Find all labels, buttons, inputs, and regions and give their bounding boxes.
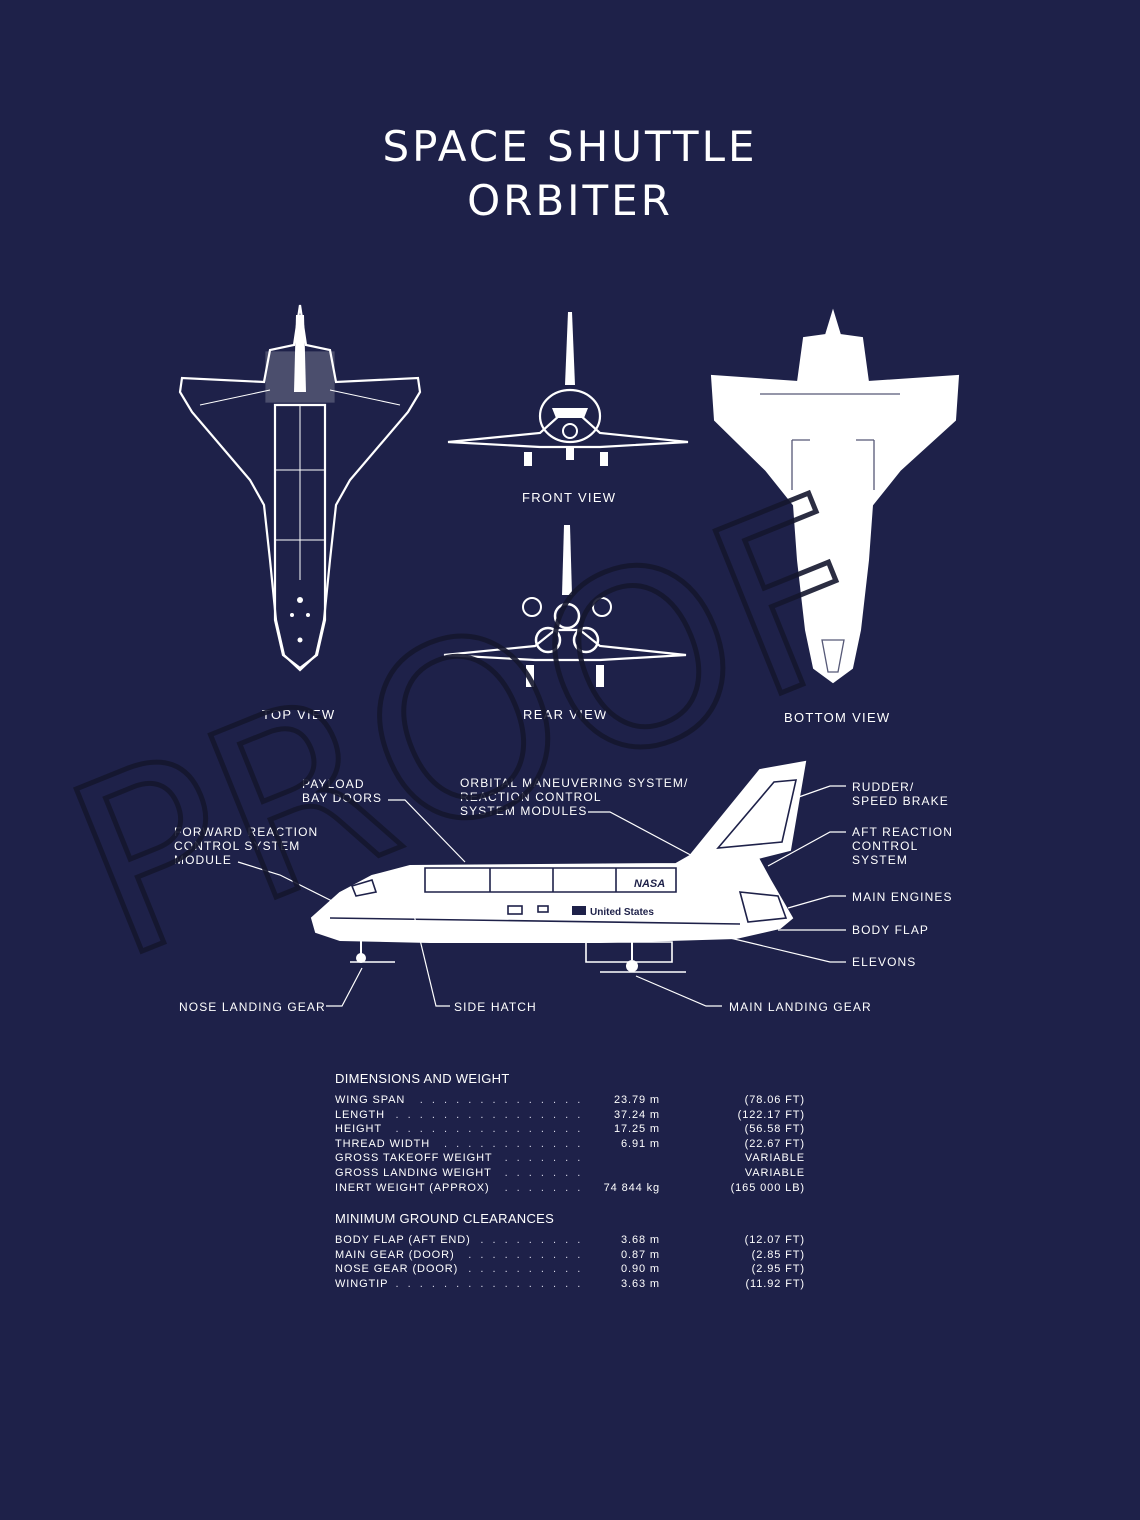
- top-view-label: TOP VIEW: [262, 707, 336, 722]
- spec-label: BODY FLAP (AFT END): [335, 1234, 479, 1246]
- spec-metric-value: 37.24 m: [613, 1108, 660, 1121]
- spec-imperial-value: (122.17 FT): [737, 1108, 805, 1121]
- spec-label: NOSE GEAR (DOOR): [335, 1263, 467, 1276]
- spec-row: . . . . . . . . . . . . . . . . . . . . …: [335, 1166, 815, 1182]
- spec-row: . . . . . . . . . . . . . . . . . . . . …: [335, 1094, 815, 1109]
- spec-row: . . . . . . . . . . . . . . . . . . . . …: [335, 1277, 815, 1293]
- bottom-view-drawing: [710, 308, 960, 684]
- spec-label: WINGTIP: [335, 1277, 397, 1290]
- spec-label: WING SPAN: [335, 1094, 414, 1106]
- callout-main-landing-gear: MAIN LANDING GEAR: [729, 1000, 872, 1014]
- spec-row: . . . . . . . . . . . . . . . . . . . . …: [335, 1108, 815, 1124]
- spec-metric-value: 0.90 m: [620, 1263, 660, 1276]
- spec-label: GROSS LANDING WEIGHT: [335, 1166, 500, 1179]
- rear-view-label: REAR VIEW: [523, 707, 608, 722]
- dimensions-rows: . . . . . . . . . . . . . . . . . . . . …: [335, 1094, 815, 1196]
- callout-rudder-speed-brake: RUDDER/ SPEED BRAKE: [852, 780, 949, 808]
- side-view-drawing: NASA United States: [310, 760, 807, 973]
- callout-oms-rcs-modules: ORBITAL MANEUVERING SYSTEM/ REACTION CON…: [460, 776, 689, 818]
- spec-label: THREAD WIDTH: [335, 1137, 439, 1150]
- spec-metric-value: 23.79 m: [613, 1094, 660, 1106]
- callout-elevons: ELEVONS: [852, 955, 917, 969]
- spec-metric-value: 6.91 m: [620, 1137, 660, 1150]
- front-view-drawing: [447, 312, 689, 466]
- spec-row: . . . . . . . . . . . . . . . . . . . . …: [335, 1152, 815, 1167]
- dimensions-heading: DIMENSIONS AND WEIGHT: [335, 1071, 510, 1086]
- spec-metric-value: 0.87 m: [620, 1248, 660, 1261]
- callout-leader-lines: [237, 785, 846, 1007]
- spec-row: . . . . . . . . . . . . . . . . . . . . …: [335, 1248, 815, 1264]
- spec-metric-value: 17.25 m: [613, 1123, 660, 1136]
- spec-imperial-value: (78.06 FT): [744, 1094, 805, 1106]
- spec-imperial-value: VARIABLE: [744, 1166, 805, 1179]
- spec-imperial-value: (12.07 FT): [744, 1234, 805, 1246]
- clearances-heading: MINIMUM GROUND CLEARANCES: [335, 1211, 555, 1226]
- spec-metric-value: 3.63 m: [620, 1277, 660, 1290]
- spec-label: LENGTH: [335, 1108, 394, 1121]
- spec-row: . . . . . . . . . . . . . . . . . . . . …: [335, 1137, 815, 1153]
- dot-leader: . . . . . . . . . . . . . . . . . . . . …: [335, 1108, 580, 1121]
- callout-nose-landing-gear: NOSE LANDING GEAR: [179, 1000, 326, 1014]
- dot-leader: . . . . . . . . . . . . . . . . . . . . …: [335, 1123, 580, 1136]
- spec-imperial-value: (2.85 FT): [751, 1248, 805, 1261]
- spec-label: GROSS TAKEOFF WEIGHT: [335, 1152, 501, 1165]
- spec-imperial-value: (56.58 FT): [744, 1123, 805, 1136]
- nasa-logo-text: NASA: [634, 878, 665, 890]
- clearances-table: MINIMUM GROUND CLEARANCES . . . . . . . …: [335, 1211, 815, 1292]
- spec-imperial-value: (11.92 FT): [745, 1277, 805, 1290]
- spec-imperial-value: VARIABLE: [744, 1152, 805, 1165]
- callout-body-flap: BODY FLAP: [852, 923, 930, 937]
- spec-label: MAIN GEAR (DOOR): [335, 1248, 463, 1261]
- dimensions-table: DIMENSIONS AND WEIGHT . . . . . . . . . …: [335, 1071, 815, 1196]
- spec-label: HEIGHT: [335, 1123, 390, 1136]
- title-line-1: SPACE SHUTTLE: [382, 122, 758, 171]
- clearances-rows: . . . . . . . . . . . . . . . . . . . . …: [335, 1234, 815, 1292]
- front-view-label: FRONT VIEW: [522, 490, 617, 505]
- spec-row: . . . . . . . . . . . . . . . . . . . . …: [335, 1123, 815, 1138]
- callout-main-engines: MAIN ENGINES: [852, 890, 953, 904]
- callout-aft-rcs: AFT REACTION CONTROL SYSTEM: [852, 825, 953, 867]
- title-line-2: ORBITER: [467, 176, 673, 225]
- callout-payload-bay-doors: PAYLOAD BAY DOORS: [302, 777, 383, 805]
- rear-view-drawing: [443, 525, 687, 687]
- us-flag-text: United States: [590, 907, 654, 918]
- spec-metric-value: 3.68 m: [620, 1234, 660, 1246]
- spec-row: . . . . . . . . . . . . . . . . . . . . …: [335, 1263, 815, 1278]
- spec-imperial-value: (2.95 FT): [751, 1263, 805, 1276]
- spec-label: INERT WEIGHT (APPROX): [335, 1181, 498, 1194]
- callout-forward-rcs: FORWARD REACTION CONTROL SYSTEM MODULE: [174, 825, 319, 867]
- top-view-drawing: [178, 304, 422, 672]
- bottom-view-label: BOTTOM VIEW: [784, 710, 891, 725]
- spec-metric-value: 74 844 kg: [603, 1181, 660, 1194]
- callout-side-hatch: SIDE HATCH: [454, 1000, 537, 1014]
- spec-row: . . . . . . . . . . . . . . . . . . . . …: [335, 1234, 815, 1249]
- spec-imperial-value: (165 000 LB): [730, 1181, 805, 1194]
- spec-row: . . . . . . . . . . . . . . . . . . . . …: [335, 1181, 815, 1197]
- spec-imperial-value: (22.67 FT): [744, 1137, 805, 1150]
